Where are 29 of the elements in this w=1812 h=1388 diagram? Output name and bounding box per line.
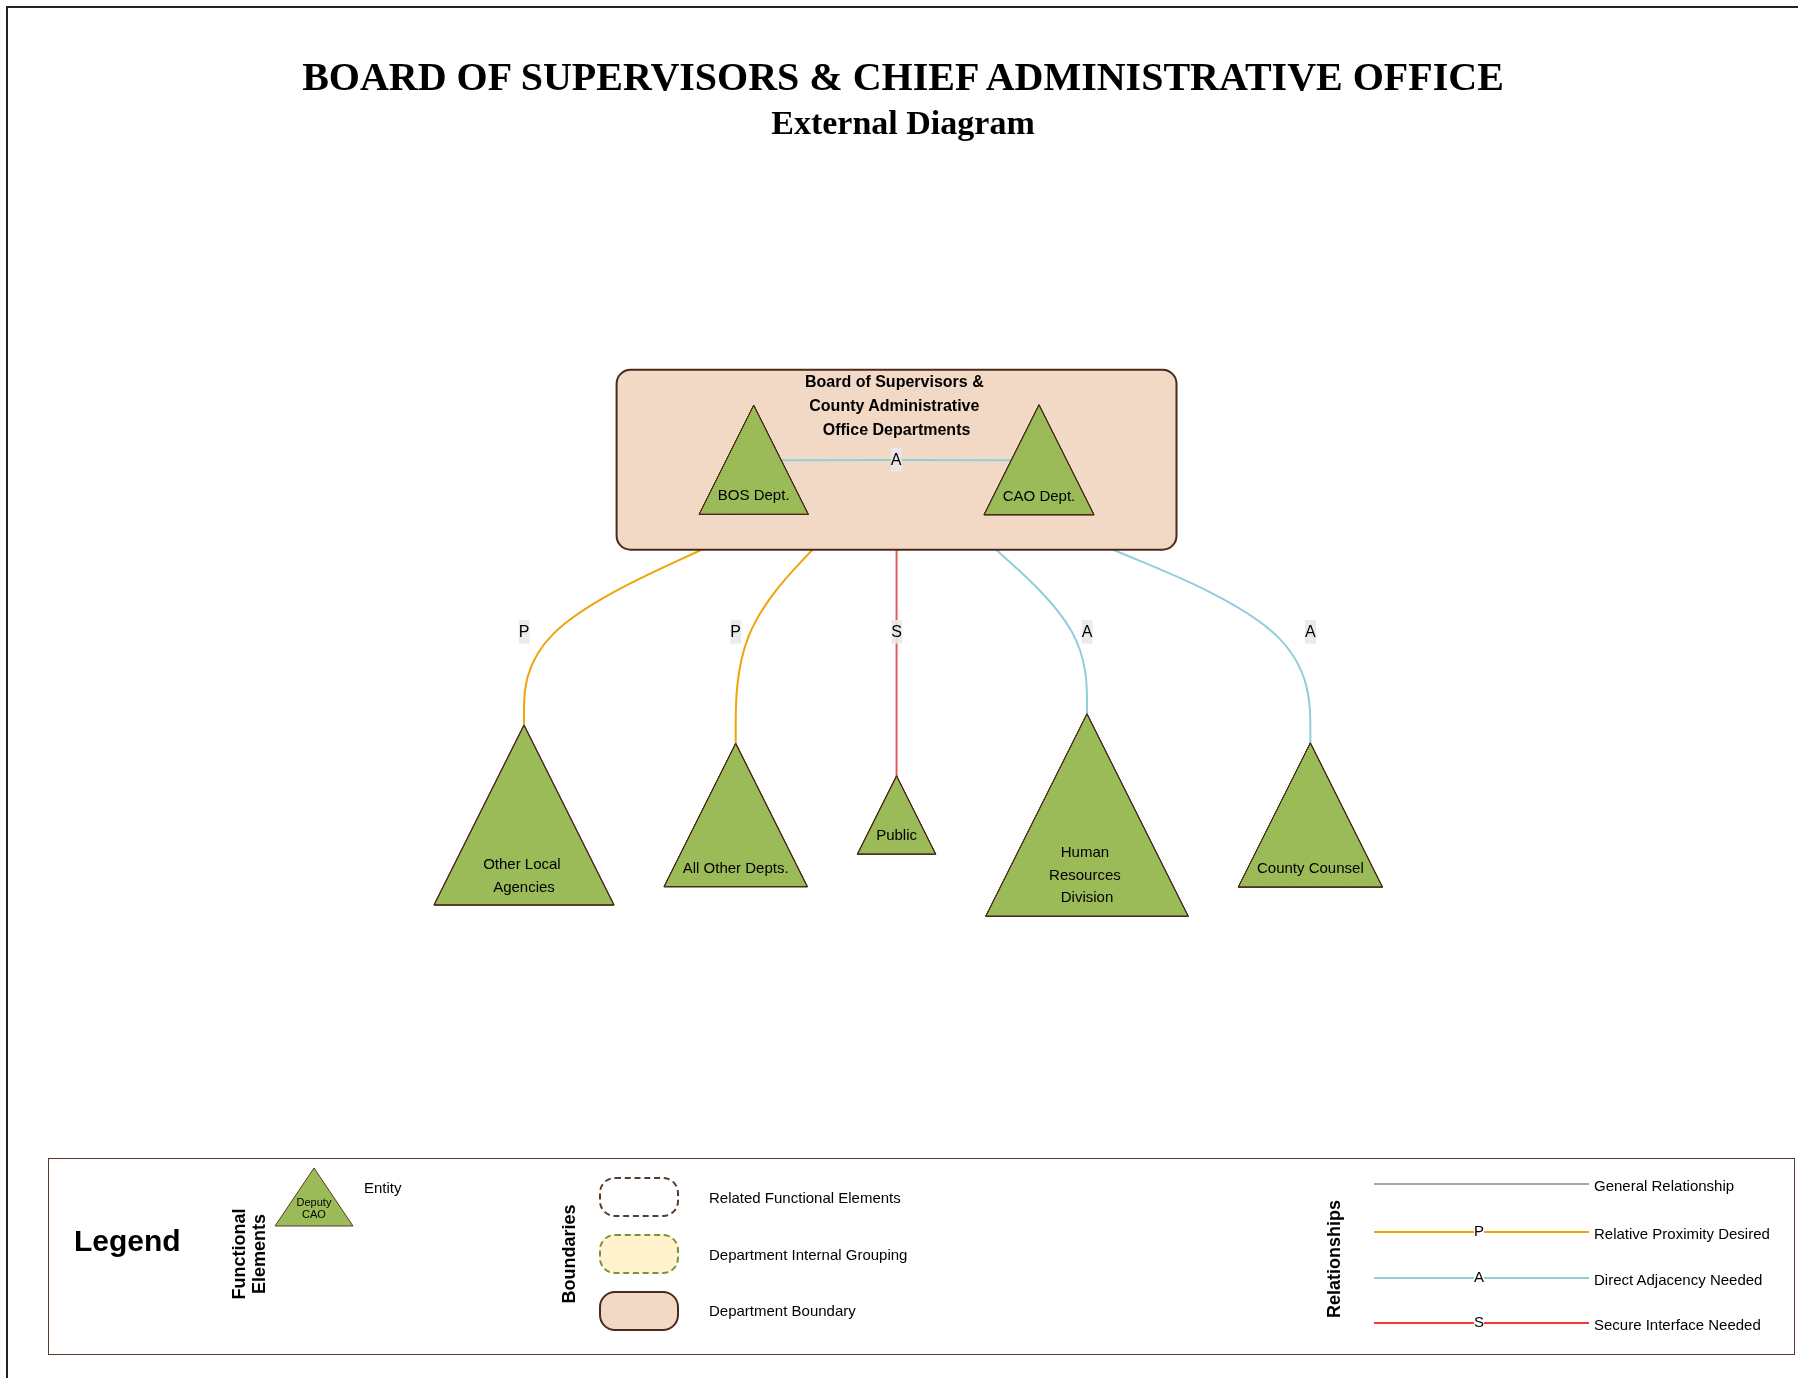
connector: [994, 548, 1088, 715]
edge-label: P: [730, 622, 741, 640]
edge-label: S: [890, 622, 902, 640]
line-label: S: [1474, 1314, 1484, 1330]
section-heading: Functional Elements: [229, 1207, 269, 1302]
edge-label: A: [890, 450, 902, 468]
legend-text: General Relationship: [1594, 1177, 1735, 1194]
line-label: P: [1474, 1223, 1484, 1239]
subtitle: External Diagram: [771, 104, 1035, 142]
legend-text: Relative Proximity Desired: [1594, 1225, 1770, 1242]
edge-label: A: [1304, 622, 1316, 640]
section-heading: Relationships: [1324, 1199, 1344, 1320]
legend-text: Direct Adjacency Needed: [1594, 1271, 1763, 1288]
edge-label: A: [1081, 622, 1093, 640]
legend-text: Secure Interface Needed: [1594, 1316, 1761, 1333]
legend-text: Department Boundary: [709, 1302, 856, 1319]
section-heading: Boundaries: [559, 1203, 579, 1306]
legend-text: Department Internal Grouping: [709, 1246, 908, 1263]
connector: [895, 548, 898, 777]
connector: [780, 458, 1013, 462]
connector: [522, 548, 703, 726]
line-label: A: [1474, 1269, 1484, 1285]
legend-heading: Legend: [74, 1224, 181, 1258]
swatch-text: Deputy CAO: [295, 1196, 333, 1220]
legend-text: Related Functional Elements: [709, 1189, 901, 1206]
edge-label: P: [518, 622, 530, 640]
connector: [734, 548, 814, 745]
legend-text: Entity: [364, 1179, 402, 1196]
title: BOARD OF SUPERVISORS & CHIEF ADMINISTRATIVE OFFICE: [301, 53, 1505, 100]
